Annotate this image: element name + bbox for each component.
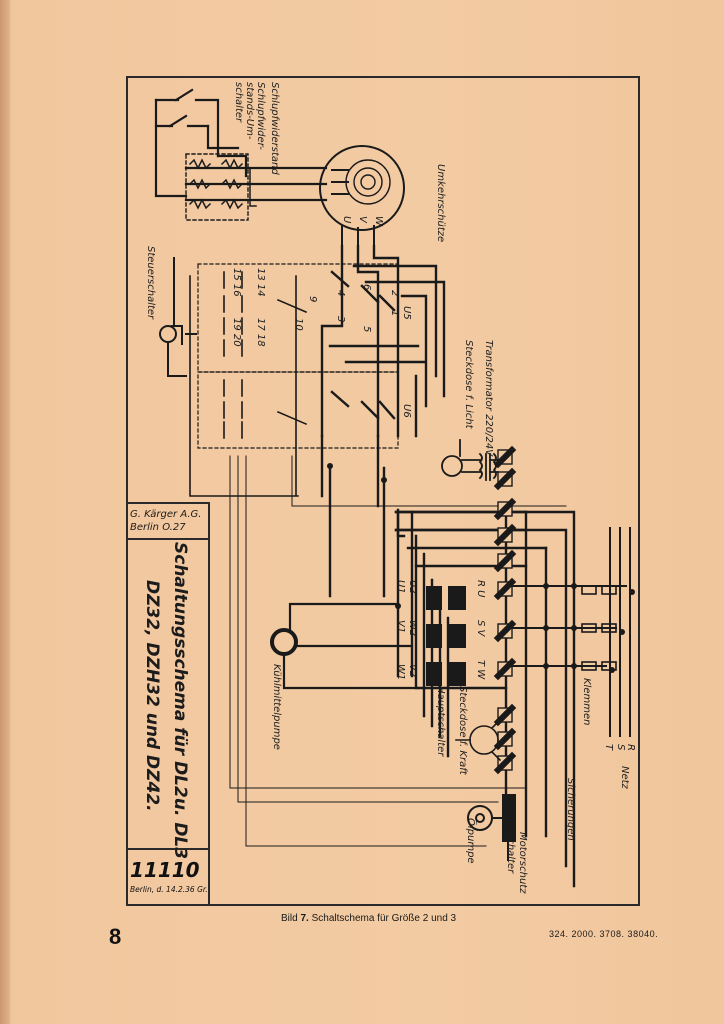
label-oil-pump: Ölpumpe bbox=[465, 818, 476, 864]
label-w2: W2 bbox=[407, 620, 418, 637]
label-terminals: Klemmen bbox=[581, 678, 592, 726]
label-tw: T W bbox=[475, 660, 486, 680]
label-terms-13-14: 13 14 bbox=[255, 268, 266, 297]
label-c3: 3 bbox=[335, 316, 346, 323]
label-r: R bbox=[625, 744, 636, 751]
mains-lines bbox=[511, 527, 631, 737]
print-code: 324. 2000. 3708. 38040. bbox=[549, 929, 659, 939]
label-coolant-pump: Kühlmittelpumpe bbox=[271, 664, 282, 750]
oil-pump bbox=[467, 794, 516, 861]
main-switch-blocks bbox=[426, 586, 466, 686]
figure-caption: Bild 7. Schaltschema für Größe 2 und 3 bbox=[281, 913, 456, 924]
power-socket bbox=[455, 718, 502, 762]
label-s: S bbox=[615, 744, 626, 751]
junction-dots bbox=[327, 463, 635, 673]
wiring-schematic bbox=[154, 88, 635, 888]
resistor-coils bbox=[188, 158, 257, 210]
caption-text: Schaltschema für Größe 2 und 3 bbox=[311, 913, 457, 924]
title-line2: DZ32, DZH32 und DZ42. bbox=[142, 580, 162, 812]
label-mains: Netz bbox=[619, 766, 630, 789]
label-fuses: Sicherungen bbox=[565, 778, 576, 841]
label-control-switch: Steuerschalter bbox=[145, 246, 156, 320]
label-u1: U1 bbox=[395, 580, 406, 594]
main-motor bbox=[319, 145, 405, 247]
label-reversing-contactors: Umkehrschütze bbox=[435, 164, 446, 243]
label-switch-line1: Schlupfwider- bbox=[255, 82, 266, 150]
caption-prefix: Bild bbox=[281, 913, 298, 924]
label-v1: V1 bbox=[395, 620, 406, 634]
label-light-socket: Steckdose f. Licht bbox=[463, 340, 474, 429]
label-slip-resistance: Schlupfwiderstand bbox=[269, 82, 280, 175]
title-box bbox=[126, 536, 210, 850]
label-v2: V2 bbox=[407, 664, 418, 678]
transformer bbox=[441, 439, 499, 481]
fuses bbox=[493, 445, 517, 775]
label-power-socket: Steckdose f. Kraft bbox=[457, 686, 468, 775]
label-motor-protection-2: Schalter bbox=[505, 832, 516, 874]
page-number: 8 bbox=[109, 924, 122, 949]
label-u5: U5 bbox=[401, 306, 412, 320]
firm-line1: G. Kärger A.G. bbox=[130, 509, 202, 520]
drawing-date: Berlin, d. 14.2.36 Gr. bbox=[130, 885, 208, 894]
slip-resistors bbox=[185, 153, 249, 221]
label-c1: 1 bbox=[389, 310, 400, 317]
aux-contacts bbox=[189, 271, 308, 497]
label-switch-line2: stands-Um- bbox=[244, 82, 255, 140]
control-switch bbox=[159, 257, 197, 377]
label-c9: 9 bbox=[307, 296, 318, 303]
label-transformer: Transformator 220/24V bbox=[483, 340, 494, 457]
label-c5: 5 bbox=[361, 326, 372, 333]
drawing-number-box bbox=[126, 850, 210, 904]
label-c4: 4 bbox=[335, 290, 346, 297]
firm-line2: Berlin O.27 bbox=[130, 522, 186, 533]
label-sv: S V bbox=[475, 620, 486, 637]
label-motor-protection-1: Motorschutz bbox=[517, 832, 528, 894]
firm-box bbox=[126, 502, 210, 540]
drawing-number: 11110 bbox=[130, 858, 200, 882]
label-terms-15-16: 15 16 bbox=[231, 268, 242, 297]
label-ru: R U bbox=[475, 580, 486, 598]
label-u6: U6 bbox=[401, 404, 412, 418]
label-motor-v: V bbox=[357, 216, 368, 223]
label-w1: W1 bbox=[395, 664, 406, 681]
label-c10: 10 bbox=[293, 318, 304, 331]
firm-name: G. Kärger A.G. Berlin O.27 bbox=[130, 508, 201, 534]
schematic-frame bbox=[126, 76, 640, 906]
label-motor-u: U bbox=[341, 216, 352, 224]
label-terms-19-20: 19 20 bbox=[231, 318, 242, 347]
coolant-pump bbox=[270, 602, 420, 690]
label-switch-line3: schalter bbox=[233, 82, 244, 123]
label-terms-17-18: 17 18 bbox=[255, 318, 266, 347]
reversing-contactors bbox=[320, 244, 446, 508]
control-wires bbox=[229, 455, 567, 847]
caption-figure-number: 7. bbox=[300, 913, 309, 924]
contactor-boxes bbox=[197, 263, 399, 449]
label-c2: 2 bbox=[389, 290, 400, 297]
page-binding-edge bbox=[0, 0, 10, 1024]
label-u2: U2 bbox=[407, 580, 418, 594]
label-c6: 6 bbox=[361, 284, 372, 291]
title-line1: Schaltungsschema für DL2u. DL3 bbox=[170, 542, 190, 860]
label-main-switch: Hauptschalter bbox=[435, 686, 446, 757]
label-t: T bbox=[603, 744, 614, 751]
label-motor-w: W bbox=[373, 216, 384, 226]
